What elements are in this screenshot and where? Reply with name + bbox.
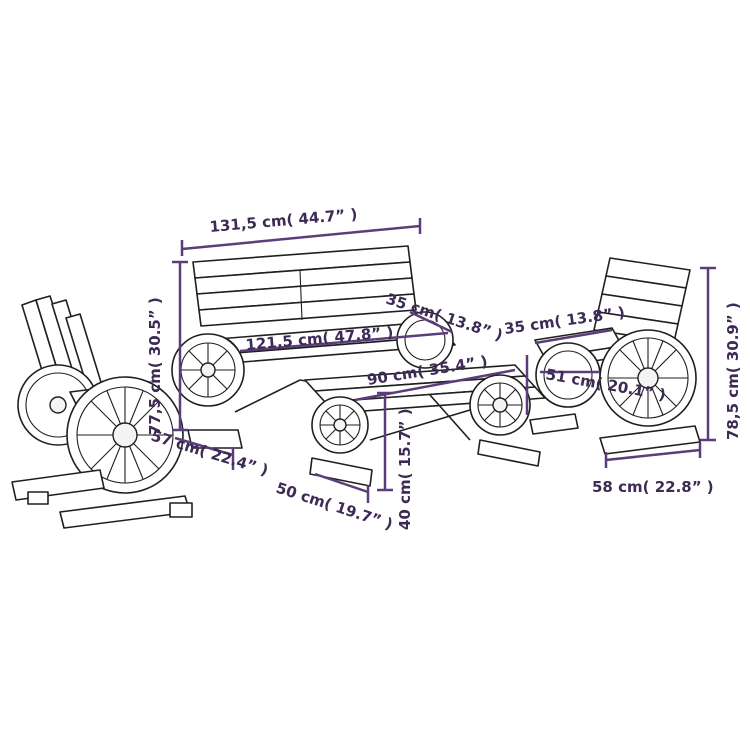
bench-height-label: 77,5 cm( 30.5” ) xyxy=(146,297,164,435)
table-height-label: 40 cm( 15.7” ) xyxy=(396,408,414,530)
chair-depth-label: 58 cm( 22.8” ) xyxy=(592,478,714,496)
right-chair-drawing xyxy=(529,257,701,455)
chair-height-label: 78,5 cm( 30.9” ) xyxy=(724,302,742,440)
dimension-lines xyxy=(172,218,716,503)
bench-width-label: 131,5 cm( 44.7” ) xyxy=(209,205,358,236)
table-drawing xyxy=(304,364,546,487)
left-chair-drawing xyxy=(11,295,193,529)
table-depth-label: 50 cm( 19.7” ) xyxy=(274,479,395,534)
